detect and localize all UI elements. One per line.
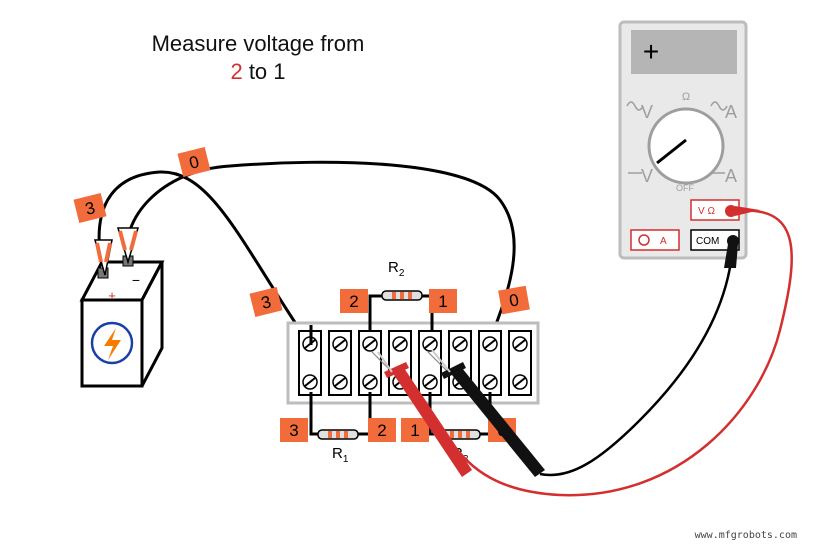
wire-battery-negative [125, 160, 516, 336]
wire-label-text: 2 [349, 292, 358, 311]
battery: + − [79, 255, 165, 388]
wire-label-text: 0 [508, 290, 521, 310]
wire-label-r2-left: 2 [340, 289, 368, 313]
dial-dc-amps-label: A [725, 166, 737, 186]
wire-label-r1-right: 2 [368, 418, 396, 442]
r2-label: R2 [388, 259, 405, 279]
meter-dial [647, 107, 725, 185]
r1-label: R1 [332, 445, 349, 465]
alligator-clip-positive [94, 239, 113, 276]
instruction-line1: Measure voltage from [151, 31, 365, 56]
alligator-clip-negative [116, 227, 140, 265]
red-test-lead [448, 209, 793, 497]
dial-off-label: OFF [676, 183, 694, 193]
meter-display-sign: + [643, 36, 659, 67]
to-node: 1 [273, 59, 286, 84]
wire-label-text: 0 [187, 152, 201, 173]
wire-label-text: 3 [83, 198, 97, 219]
black-probe [431, 349, 545, 477]
instruction-line2: 2 to 1 [128, 58, 388, 86]
meter-dial-pointer [656, 138, 687, 165]
black-test-lead [539, 241, 735, 477]
dial-ohm-label: Ω [682, 91, 690, 103]
wire-label-battery-neg: 0 [177, 146, 211, 178]
wire-label-battery-pos: 3 [73, 192, 107, 224]
jack-a-label: A [660, 236, 667, 247]
jack-com [690, 229, 740, 251]
dial-ac-amps-label: A [725, 102, 737, 122]
dial-dc-volts-label: V [641, 166, 653, 186]
wire-label-r2-right: 1 [429, 289, 457, 313]
resistor-r2: R2 [381, 259, 423, 301]
from-node: 2 [230, 59, 243, 84]
instruction-title: Measure voltage from 2 to 1 [128, 30, 388, 86]
wire-label-r1-left: 3 [280, 418, 308, 442]
battery-plus-label: + [108, 288, 116, 303]
dial-ac-volts-label: V [641, 102, 653, 122]
red-probe [377, 351, 472, 477]
wire-label-text: 3 [259, 292, 273, 313]
jack-a [630, 229, 680, 251]
wire-label-strip-right: 0 [498, 285, 530, 315]
multimeter: + Ω V A V A OFF V Ω A COM [618, 20, 748, 260]
watermark: www.mfgrobots.com [694, 530, 797, 541]
to-word: to [248, 59, 268, 84]
meter-display [631, 30, 737, 74]
lightning-icon [104, 328, 121, 360]
wire-label-strip-left: 3 [249, 286, 283, 318]
resistor-r1: R1 [317, 429, 359, 465]
wire-label-text: 1 [410, 421, 419, 440]
wire-label-text: 3 [289, 421, 298, 440]
wire-label-text: 1 [438, 292, 447, 311]
battery-minus-label: − [132, 272, 140, 288]
wire-label-text: 2 [377, 421, 386, 440]
jack-vohm-label: V Ω [698, 206, 715, 217]
wire-label-r3-left: 1 [401, 418, 429, 442]
jack-com-label: COM [696, 236, 719, 247]
